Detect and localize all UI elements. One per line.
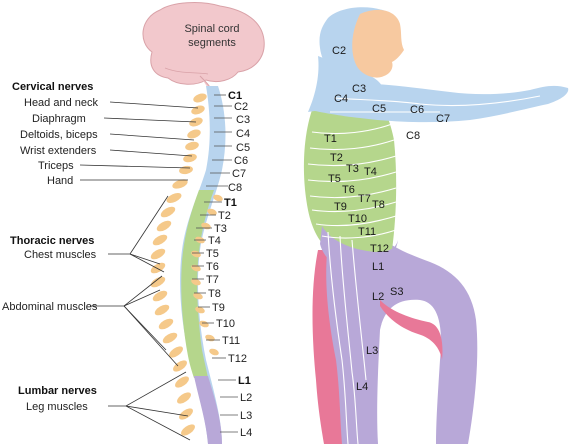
segment-l2: L2 (240, 392, 252, 404)
heading-thoracic-nerves: Thoracic nerves (10, 235, 94, 247)
segment-t10: T10 (216, 318, 235, 330)
label-abdominal-muscles: Abdominal muscles (2, 301, 98, 313)
dermatome-t10: T10 (348, 213, 367, 225)
dermatome-t8: T8 (372, 199, 385, 211)
dermatome-l2: L2 (372, 291, 384, 303)
segment-t3: T3 (214, 223, 227, 235)
segment-t12: T12 (228, 353, 247, 365)
segment-t8: T8 (208, 288, 221, 300)
dermatome-l3: L3 (366, 345, 378, 357)
label-chest-muscles: Chest muscles (24, 249, 97, 261)
segment-c3: C3 (236, 114, 250, 126)
dermatome-l4: L4 (356, 381, 368, 393)
segment-c8: C8 (228, 182, 242, 194)
segment-c2: C2 (234, 101, 248, 113)
brain-label-line2: segments (188, 37, 236, 49)
dermatome-c8: C8 (406, 130, 420, 142)
segment-t7: T7 (206, 274, 219, 286)
label-hand: Hand (47, 175, 73, 187)
segment-c6: C6 (234, 155, 248, 167)
dermatome-c5: C5 (372, 103, 386, 115)
label-wrist-extenders: Wrist extenders (20, 145, 97, 157)
label-triceps: Triceps (38, 160, 74, 172)
dermatome-c7: C7 (436, 113, 450, 125)
dermatome-t9: T9 (334, 201, 347, 213)
segment-t2: T2 (218, 210, 231, 222)
label-deltoids-biceps: Deltoids, biceps (20, 129, 98, 141)
segment-t1: T1 (224, 197, 237, 209)
dermatome-t5: T5 (328, 173, 341, 185)
dermatome-l1: L1 (372, 261, 384, 273)
segment-t5: T5 (206, 248, 219, 260)
label-leg-muscles: Leg muscles (26, 401, 88, 413)
segment-c1: C1 (228, 90, 242, 102)
segment-l4: L4 (240, 427, 252, 439)
segment-t6: T6 (206, 261, 219, 273)
segment-labels: C1 C2 C3 C4 C5 C6 C7 C8 T1 T2 T3 T4 T5 T… (206, 90, 252, 439)
segment-c5: C5 (236, 142, 250, 154)
dermatome-labels: C2 C3 C4 C5 C6 C7 C8 T1 T2 T3 T4 T5 T6 T… (324, 45, 450, 393)
body-figure (303, 7, 569, 444)
muscle-labels: Cervical nerves Head and neck Diaphragm … (2, 81, 98, 413)
spinal-cord (180, 86, 226, 444)
dermatome-c6: C6 (410, 104, 424, 116)
dermatome-t12: T12 (370, 243, 389, 255)
dermatome-t7: T7 (358, 193, 371, 205)
dermatome-t4: T4 (364, 166, 377, 178)
segment-l3: L3 (240, 410, 252, 422)
segment-t11: T11 (222, 335, 240, 347)
label-diaphragm: Diaphragm (32, 113, 86, 125)
dermatome-c2: C2 (332, 45, 346, 57)
segment-t9: T9 (212, 302, 225, 314)
dermatome-c4: C4 (334, 93, 348, 105)
segment-c4: C4 (236, 128, 250, 140)
segment-t4: T4 (208, 235, 221, 247)
leader-lines (79, 101, 199, 441)
dermatome-t1: T1 (324, 133, 337, 145)
heading-lumbar-nerves: Lumbar nerves (18, 385, 97, 397)
segment-l1: L1 (238, 375, 251, 387)
dermatome-t3: T3 (346, 163, 359, 175)
brain-label-line1: Spinal cord (184, 23, 239, 35)
dermatome-t6: T6 (342, 184, 355, 196)
label-head-and-neck: Head and neck (24, 97, 98, 109)
dermatome-c3: C3 (352, 83, 366, 95)
dermatome-s3: S3 (390, 286, 403, 298)
segment-ticks (192, 94, 238, 433)
brain: Spinal cord segments (142, 2, 265, 95)
segment-c7: C7 (232, 168, 246, 180)
dermatome-t2: T2 (330, 152, 343, 164)
heading-cervical-nerves: Cervical nerves (12, 81, 93, 93)
dermatome-t11: T11 (358, 226, 376, 238)
